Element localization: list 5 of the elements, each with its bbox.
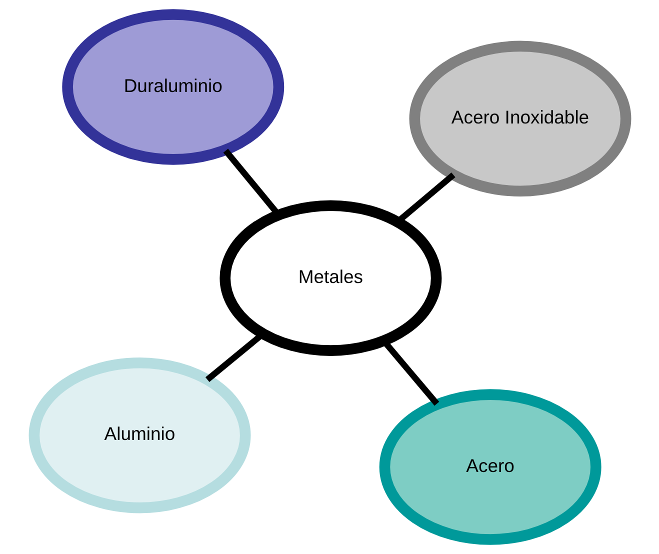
- node-ellipse: Metales: [219, 200, 442, 356]
- node-ellipse: Duraluminio: [62, 9, 284, 165]
- node-ellipse: Aluminio: [28, 358, 250, 514]
- node-ellipse: Acero: [378, 389, 601, 545]
- node-ellipse: Acero Inoxidable: [408, 40, 631, 196]
